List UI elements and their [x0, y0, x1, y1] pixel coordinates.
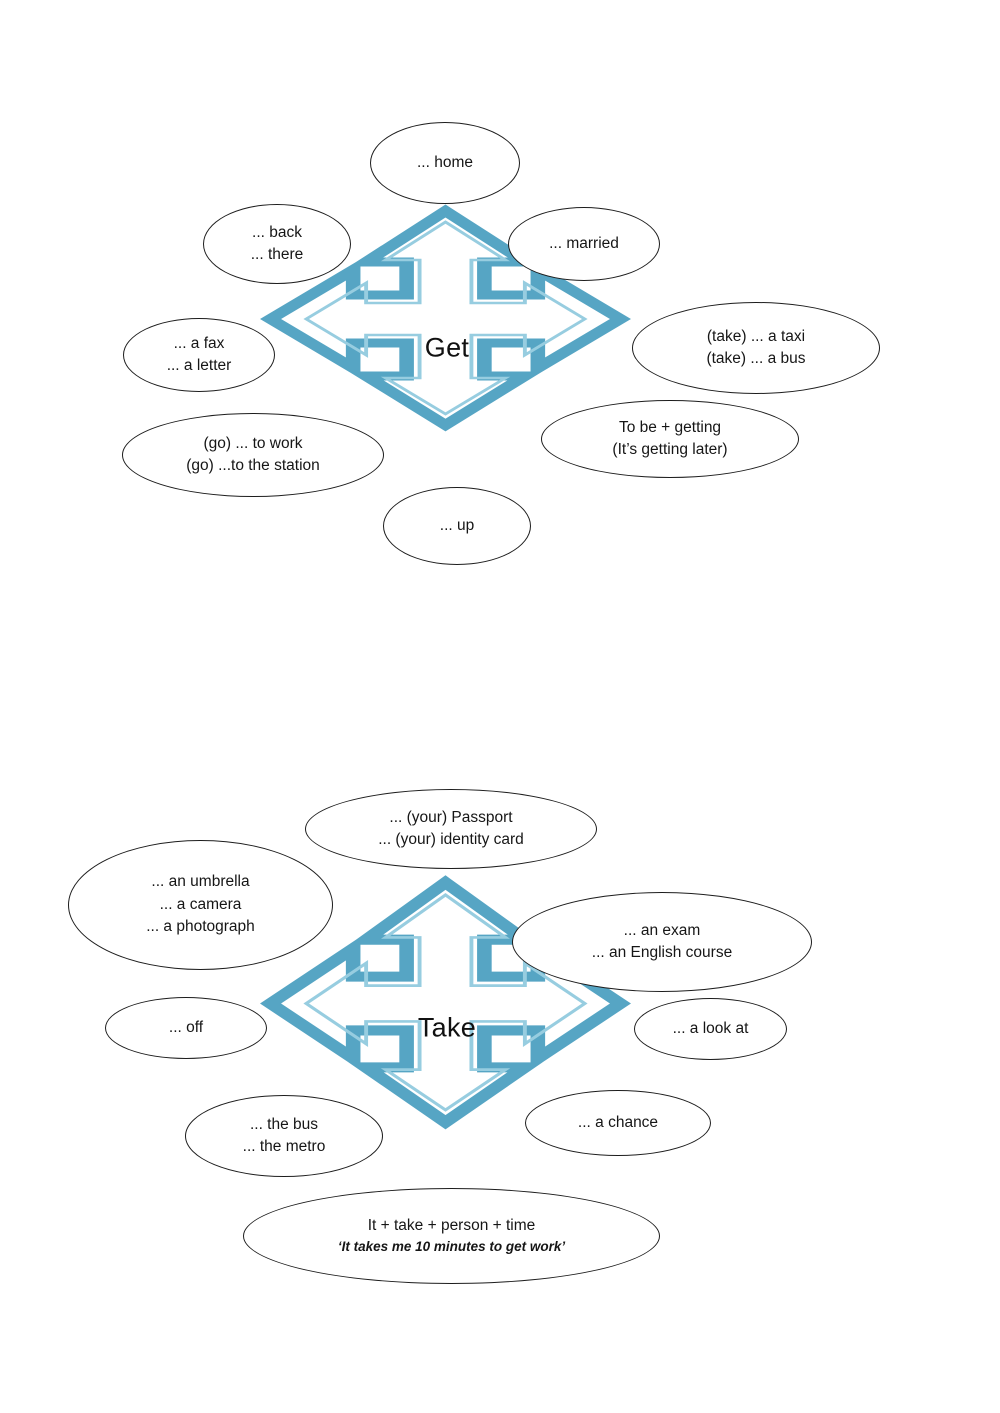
node-take-look-at[interactable]: ... a look at [634, 998, 787, 1060]
node-line: It + take + person + time [367, 1216, 536, 1234]
node-line: (go) ... to work [203, 434, 303, 452]
node-get-married[interactable]: ... married [508, 207, 660, 281]
node-line: ... a photograph [146, 918, 255, 936]
mind-map-get: Get ... home ... back ... there ... marr… [0, 0, 1000, 700]
node-take-off[interactable]: ... off [105, 997, 267, 1059]
node-line: To be + getting [618, 418, 722, 436]
node-line: ... home [417, 153, 473, 171]
node-get-fax-letter[interactable]: ... a fax ... a letter [123, 318, 275, 392]
node-line: ... an exam [623, 921, 701, 939]
node-take-bus-metro[interactable]: ... the bus ... the metro [185, 1095, 383, 1177]
node-get-up[interactable]: ... up [383, 487, 531, 565]
node-line: (take) ... a bus [706, 350, 806, 367]
node-line: ... a letter [166, 357, 232, 374]
node-take-it-takes[interactable]: It + take + person + time ‘It takes me 1… [243, 1188, 660, 1284]
node-take-umbrella-camera-photograph[interactable]: ... an umbrella ... a camera ... a photo… [68, 840, 333, 970]
node-get-home[interactable]: ... home [370, 122, 520, 204]
node-line: (take) ... a taxi [706, 327, 806, 345]
node-line: ... a chance [577, 1113, 659, 1131]
mind-map-take: Take ... (your) Passport ... (your) iden… [0, 700, 1000, 1413]
node-line: ... a fax [173, 334, 225, 352]
get-stage: Get ... home ... back ... there ... marr… [0, 0, 1000, 700]
node-take-passport-id[interactable]: ... (your) Passport ... (your) identity … [305, 789, 597, 869]
node-line: ... off [168, 1018, 204, 1036]
node-get-to-work-station[interactable]: (go) ... to work (go) ...to the station [122, 413, 384, 497]
node-line: ... (your) identity card [378, 831, 524, 848]
four-way-arrow-get [260, 204, 631, 432]
node-line: ... an English course [591, 944, 733, 961]
node-take-exam-english-course[interactable]: ... an exam ... an English course [512, 892, 812, 992]
node-line: ... up [439, 516, 475, 534]
node-line: (It’s getting later) [612, 441, 728, 458]
node-line: ... the bus [249, 1115, 319, 1133]
node-line: ... an umbrella [151, 873, 250, 891]
node-line: ... back [252, 223, 302, 241]
node-line: ... the metro [242, 1138, 326, 1155]
node-get-back-there[interactable]: ... back ... there [203, 204, 351, 284]
node-line: ... a look at [672, 1019, 749, 1037]
node-take-chance[interactable]: ... a chance [525, 1090, 711, 1156]
take-stage: Take ... (your) Passport ... (your) iden… [0, 700, 1000, 1413]
four-way-arrow-take [260, 875, 631, 1130]
node-line: ... there [250, 246, 304, 263]
node-line: ... (your) Passport [389, 808, 513, 826]
node-line-example: ‘It takes me 10 minutes to get work’ [337, 1239, 566, 1255]
node-line: ... a camera [159, 895, 242, 913]
node-get-to-be-getting[interactable]: To be + getting (It’s getting later) [541, 400, 799, 478]
node-line: ... married [549, 234, 619, 252]
node-line: (go) ...to the station [186, 457, 320, 474]
node-get-taxi-bus[interactable]: (take) ... a taxi (take) ... a bus [632, 302, 880, 394]
